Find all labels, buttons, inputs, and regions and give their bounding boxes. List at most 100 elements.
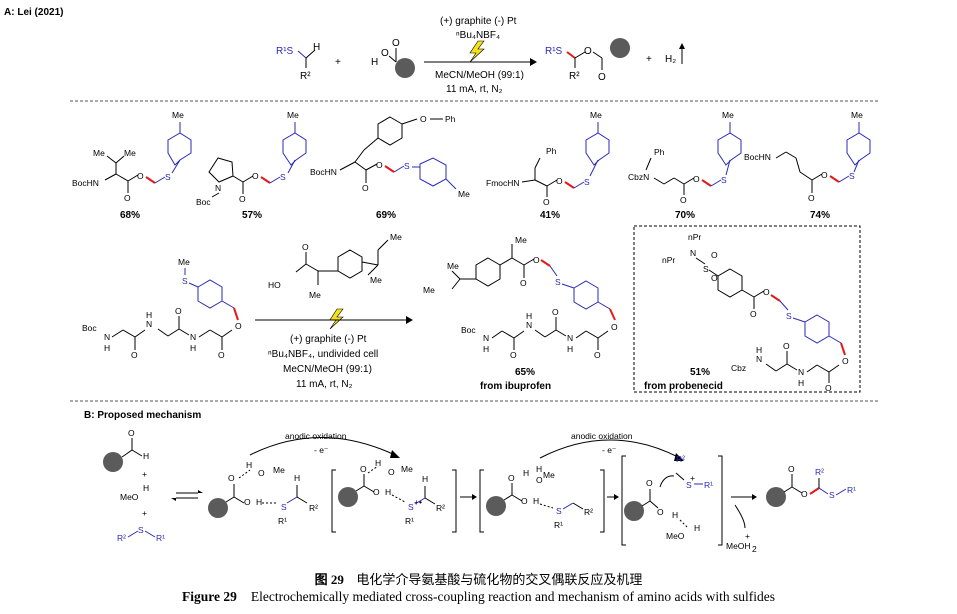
svg-text:Cbz: Cbz <box>731 363 746 373</box>
svg-text:N: N <box>483 333 489 343</box>
svg-text:N: N <box>215 183 221 193</box>
top-cond-3: MeCN/MeOH (99:1) <box>435 70 524 81</box>
mech-product: O O R² S R¹ <box>766 464 856 507</box>
svg-text:H: H <box>567 344 573 354</box>
svg-text:O: O <box>235 321 242 331</box>
mid-cond-3: MeCN/MeOH (99:1) <box>283 364 372 375</box>
product-1-pg: BocHN <box>72 178 99 188</box>
amino-acid-ball <box>395 58 415 78</box>
mech-plus-2: + <box>142 508 147 518</box>
top-cond-2: ⁿBu₄NBF₄ <box>456 30 500 41</box>
svg-text:S: S <box>404 161 410 171</box>
svg-text:O: O <box>392 38 400 49</box>
svg-text:O: O <box>175 306 182 316</box>
mech-intermediate-1: O O H HO Me S H R² R¹ <box>208 460 318 526</box>
svg-text:O: O <box>521 496 528 506</box>
svg-text:O: O <box>842 356 849 366</box>
svg-text:N: N <box>798 367 804 377</box>
product-2-yield: 57% <box>242 210 262 221</box>
svg-text:S: S <box>408 502 414 512</box>
svg-text:O: O <box>520 278 527 288</box>
probenecid-product: nPr nPr N S O O O O S O O NH O NH Cbz 51… <box>644 232 849 393</box>
svg-text:Ph: Ph <box>445 114 456 124</box>
amino-acid-ball-product <box>610 38 630 58</box>
anodic-e-1: - e⁻ <box>314 445 329 455</box>
svg-text:O: O <box>137 171 144 181</box>
svg-text:O: O <box>508 473 515 483</box>
mech-reagents: O H + MeOH + R² S R¹ <box>103 428 165 543</box>
svg-text:S: S <box>138 525 144 535</box>
svg-text:H: H <box>190 343 196 353</box>
svg-text:O: O <box>611 322 618 332</box>
middle-arrow: (+) graphite (-) Pt ⁿBu₄NBF₄, undivided … <box>255 308 413 390</box>
svg-text:O: O <box>821 170 828 180</box>
svg-text:Me: Me <box>423 285 435 295</box>
svg-text:Me: Me <box>390 232 402 242</box>
svg-text:+: + <box>745 531 750 541</box>
top-cond-1: (+) graphite (-) Pt <box>440 16 517 27</box>
product-6: BocHN O O S Me 74% <box>744 110 871 221</box>
product-2: N Boc O O S Me 57% <box>196 110 307 221</box>
lightning-icon <box>469 40 485 63</box>
svg-text:O: O <box>711 250 718 260</box>
svg-text:O: O <box>388 467 395 477</box>
svg-text:Me: Me <box>543 470 555 480</box>
section-b-title: B: Proposed mechanism <box>84 410 201 421</box>
svg-text:O: O <box>510 350 517 360</box>
svg-text:H: H <box>536 464 542 474</box>
svg-text:O: O <box>711 273 718 283</box>
svg-text:nPr: nPr <box>688 232 701 242</box>
section-a-title: A: Lei (2021) <box>4 7 63 18</box>
svg-text:S: S <box>849 171 855 181</box>
svg-text:H: H <box>756 345 762 355</box>
top-product: R¹S O O R² <box>545 38 630 83</box>
svg-text:S: S <box>165 172 171 182</box>
svg-text:S: S <box>721 175 727 185</box>
svg-text:O: O <box>680 195 687 205</box>
product-5-yield: 70% <box>675 210 695 221</box>
box-note: from probenecid <box>644 381 723 392</box>
svg-text:N: N <box>567 333 573 343</box>
svg-text:O: O <box>556 176 563 186</box>
svg-text:S: S <box>555 277 561 287</box>
svg-text:O: O <box>244 497 251 507</box>
svg-text:O: O <box>533 255 540 265</box>
svg-text:N: N <box>190 332 196 342</box>
equilibrium-arrows <box>171 490 203 501</box>
svg-text:O: O <box>594 350 601 360</box>
svg-text:N: N <box>104 332 110 342</box>
mid-note: from ibuprofen <box>480 381 551 392</box>
svg-text:O: O <box>381 48 389 59</box>
product-5-pg: CbzN <box>628 172 649 182</box>
svg-text:O: O <box>252 171 259 181</box>
product-2-pg: Boc <box>196 197 211 207</box>
svg-text:MeO: MeO <box>666 531 685 541</box>
svg-text:O: O <box>598 72 606 83</box>
svg-text:O: O <box>239 194 246 204</box>
svg-text:S: S <box>686 480 692 490</box>
byproduct-h2: H₂ <box>665 54 676 65</box>
svg-text:O: O <box>376 160 383 170</box>
anodic-e-2: - e⁻ <box>602 445 617 455</box>
product-4: Ph FmocHN O O S Me 41% <box>486 110 610 221</box>
gas-arrow-icon <box>679 43 685 49</box>
svg-text:Me: Me <box>590 110 602 120</box>
top-cond-4: 11 mA, rt, N₂ <box>446 84 503 95</box>
caption-english: Figure 29 Electrochemically mediated cros… <box>0 589 957 605</box>
svg-text:O: O <box>808 193 815 203</box>
caption-en-label: Figure 29 <box>182 589 237 604</box>
svg-text:O: O <box>302 242 309 252</box>
product-6-pg: BocHN <box>744 152 771 162</box>
svg-text:Me: Me <box>273 465 285 475</box>
svg-text:Me: Me <box>309 290 321 300</box>
product-3-pg: BocHN <box>310 167 337 177</box>
caption-en-text: Electrochemically mediated cross-couplin… <box>250 589 775 604</box>
svg-text:R¹: R¹ <box>278 516 287 526</box>
svg-text:R¹: R¹ <box>847 485 856 495</box>
svg-text:H: H <box>104 343 110 353</box>
product-3: Ph O BocHN O O S Me 69% <box>310 114 470 221</box>
product-4-side: Ph <box>546 146 557 156</box>
